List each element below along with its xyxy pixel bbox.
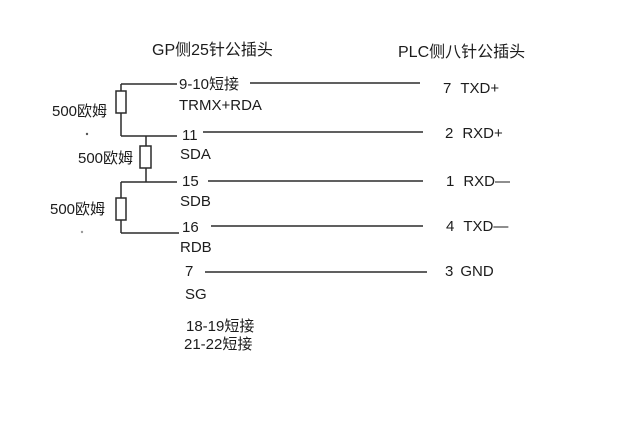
gp-pin-15: 15: [182, 173, 199, 190]
note-18-19-short: 18-19短接: [186, 318, 255, 335]
plc-connector-header: PLC侧八针公插头: [398, 44, 526, 61]
gp-signal-sg: SG: [185, 286, 207, 303]
plc-pin-number: 4: [446, 218, 455, 235]
gp-signal-rdb: RDB: [180, 239, 212, 256]
stray-dot-1: [85, 132, 89, 136]
plc-pin-number: 3: [445, 263, 454, 280]
gp-signal-sdb: SDB: [180, 193, 211, 210]
resistor-3-body: [115, 197, 127, 221]
gp-signal-trmx-rda: TRMX+RDA: [179, 97, 262, 114]
plc-pin-4-txd-minus: 4 TXD—: [446, 218, 509, 236]
resistor-1-label: 500欧姆: [52, 103, 108, 120]
resistor-3-label: 500欧姆: [50, 201, 106, 218]
gp-pin-7: 7: [185, 263, 194, 280]
plc-pin-signal: RXD—: [463, 173, 511, 190]
plc-pin-signal: TXD—: [463, 218, 509, 235]
resistor-2-body: [139, 145, 152, 169]
plc-pin-signal: TXD+: [460, 80, 500, 97]
plc-pin-signal: RXD+: [462, 125, 503, 142]
plc-pin-number: 1: [446, 173, 455, 190]
plc-pin-3-gnd: 3 GND: [445, 263, 494, 281]
resistor-2-label: 500欧姆: [78, 150, 134, 167]
plc-pin-1-rxd-minus: 1 RXD—: [446, 173, 511, 191]
note-21-22-short: 21-22短接: [184, 336, 253, 353]
gp-signal-sda: SDA: [180, 146, 211, 163]
resistor-1-body: [115, 90, 127, 114]
stray-dot-2: [80, 230, 84, 234]
gp-pin-9-10: 9-10短接: [179, 76, 240, 93]
plc-pin-signal: GND: [460, 263, 494, 280]
gp-connector-header: GP侧25针公插头: [152, 42, 273, 59]
plc-pin-number: 2: [445, 125, 454, 142]
plc-pin-number: 7: [443, 80, 452, 97]
plc-pin-7-txd-plus: 7 TXD+: [443, 80, 500, 98]
plc-pin-2-rxd-plus: 2 RXD+: [445, 125, 503, 143]
gp-pin-11: 11: [182, 127, 198, 144]
gp-pin-16: 16: [182, 219, 199, 236]
